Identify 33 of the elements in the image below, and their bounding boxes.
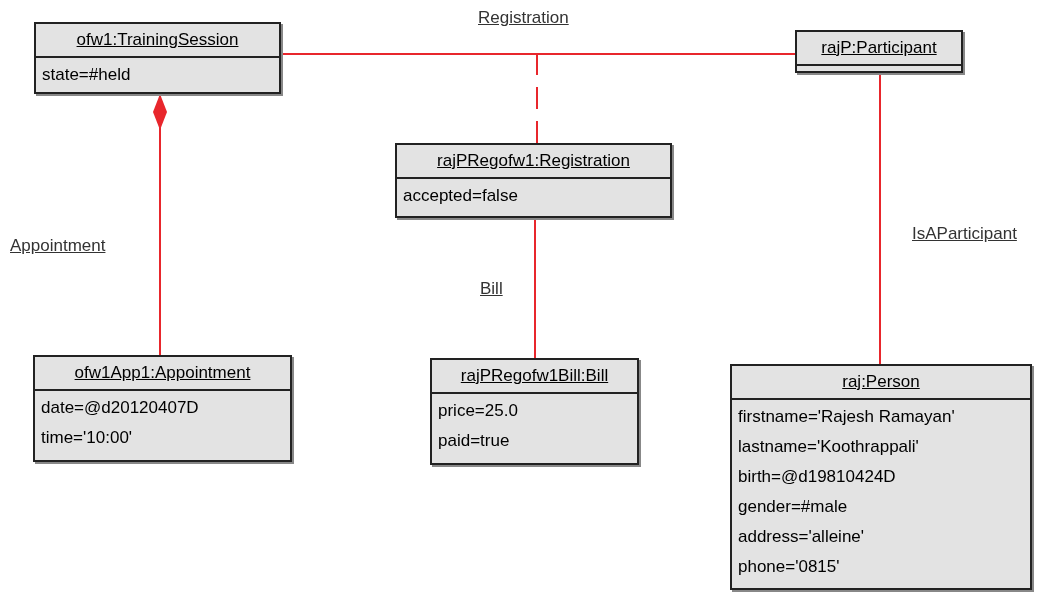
object-box [730, 364, 1032, 590]
object-name: rajPRegofw1Bill:Bill [459, 365, 610, 387]
object-box [795, 30, 963, 73]
object-box [430, 358, 639, 465]
attribute-text: time='10:00' [41, 427, 134, 449]
attribute-text: state=#held [42, 64, 132, 86]
object-box [33, 355, 292, 462]
attribute-text: paid=true [438, 430, 511, 452]
object-name: raj:Person [841, 371, 921, 393]
association-line [280, 53, 796, 55]
edge-label: IsAParticipant [912, 224, 1017, 244]
attribute-text: address='alleine' [738, 526, 866, 548]
dashed-line [536, 53, 538, 144]
attribute-text: date=@d20120407D [41, 397, 200, 419]
attribute-text: birth=@d19810424D [738, 466, 897, 488]
attribute-text: accepted=false [403, 185, 519, 207]
object-name: ofw1App1:Appointment [73, 362, 252, 384]
association-line [534, 217, 536, 359]
object-box [395, 143, 672, 218]
object-box [34, 22, 281, 94]
object-name: rajP:Participant [820, 37, 938, 59]
association-line [879, 72, 881, 365]
attribute-text: firstname='Rajesh Ramayan' [738, 406, 956, 428]
edge-label: Registration [478, 8, 569, 28]
object-name: ofw1:TrainingSession [75, 29, 240, 51]
composition-line [153, 93, 167, 356]
object-name: rajPRegofw1:Registration [436, 150, 631, 172]
attribute-text: price=25.0 [438, 400, 519, 422]
attribute-text: gender=#male [738, 496, 849, 518]
edge-label: Appointment [10, 236, 106, 256]
attribute-text: phone='0815' [738, 556, 841, 578]
attribute-text: lastname='Koothrappali' [738, 436, 920, 458]
edge-label: Bill [480, 279, 503, 299]
